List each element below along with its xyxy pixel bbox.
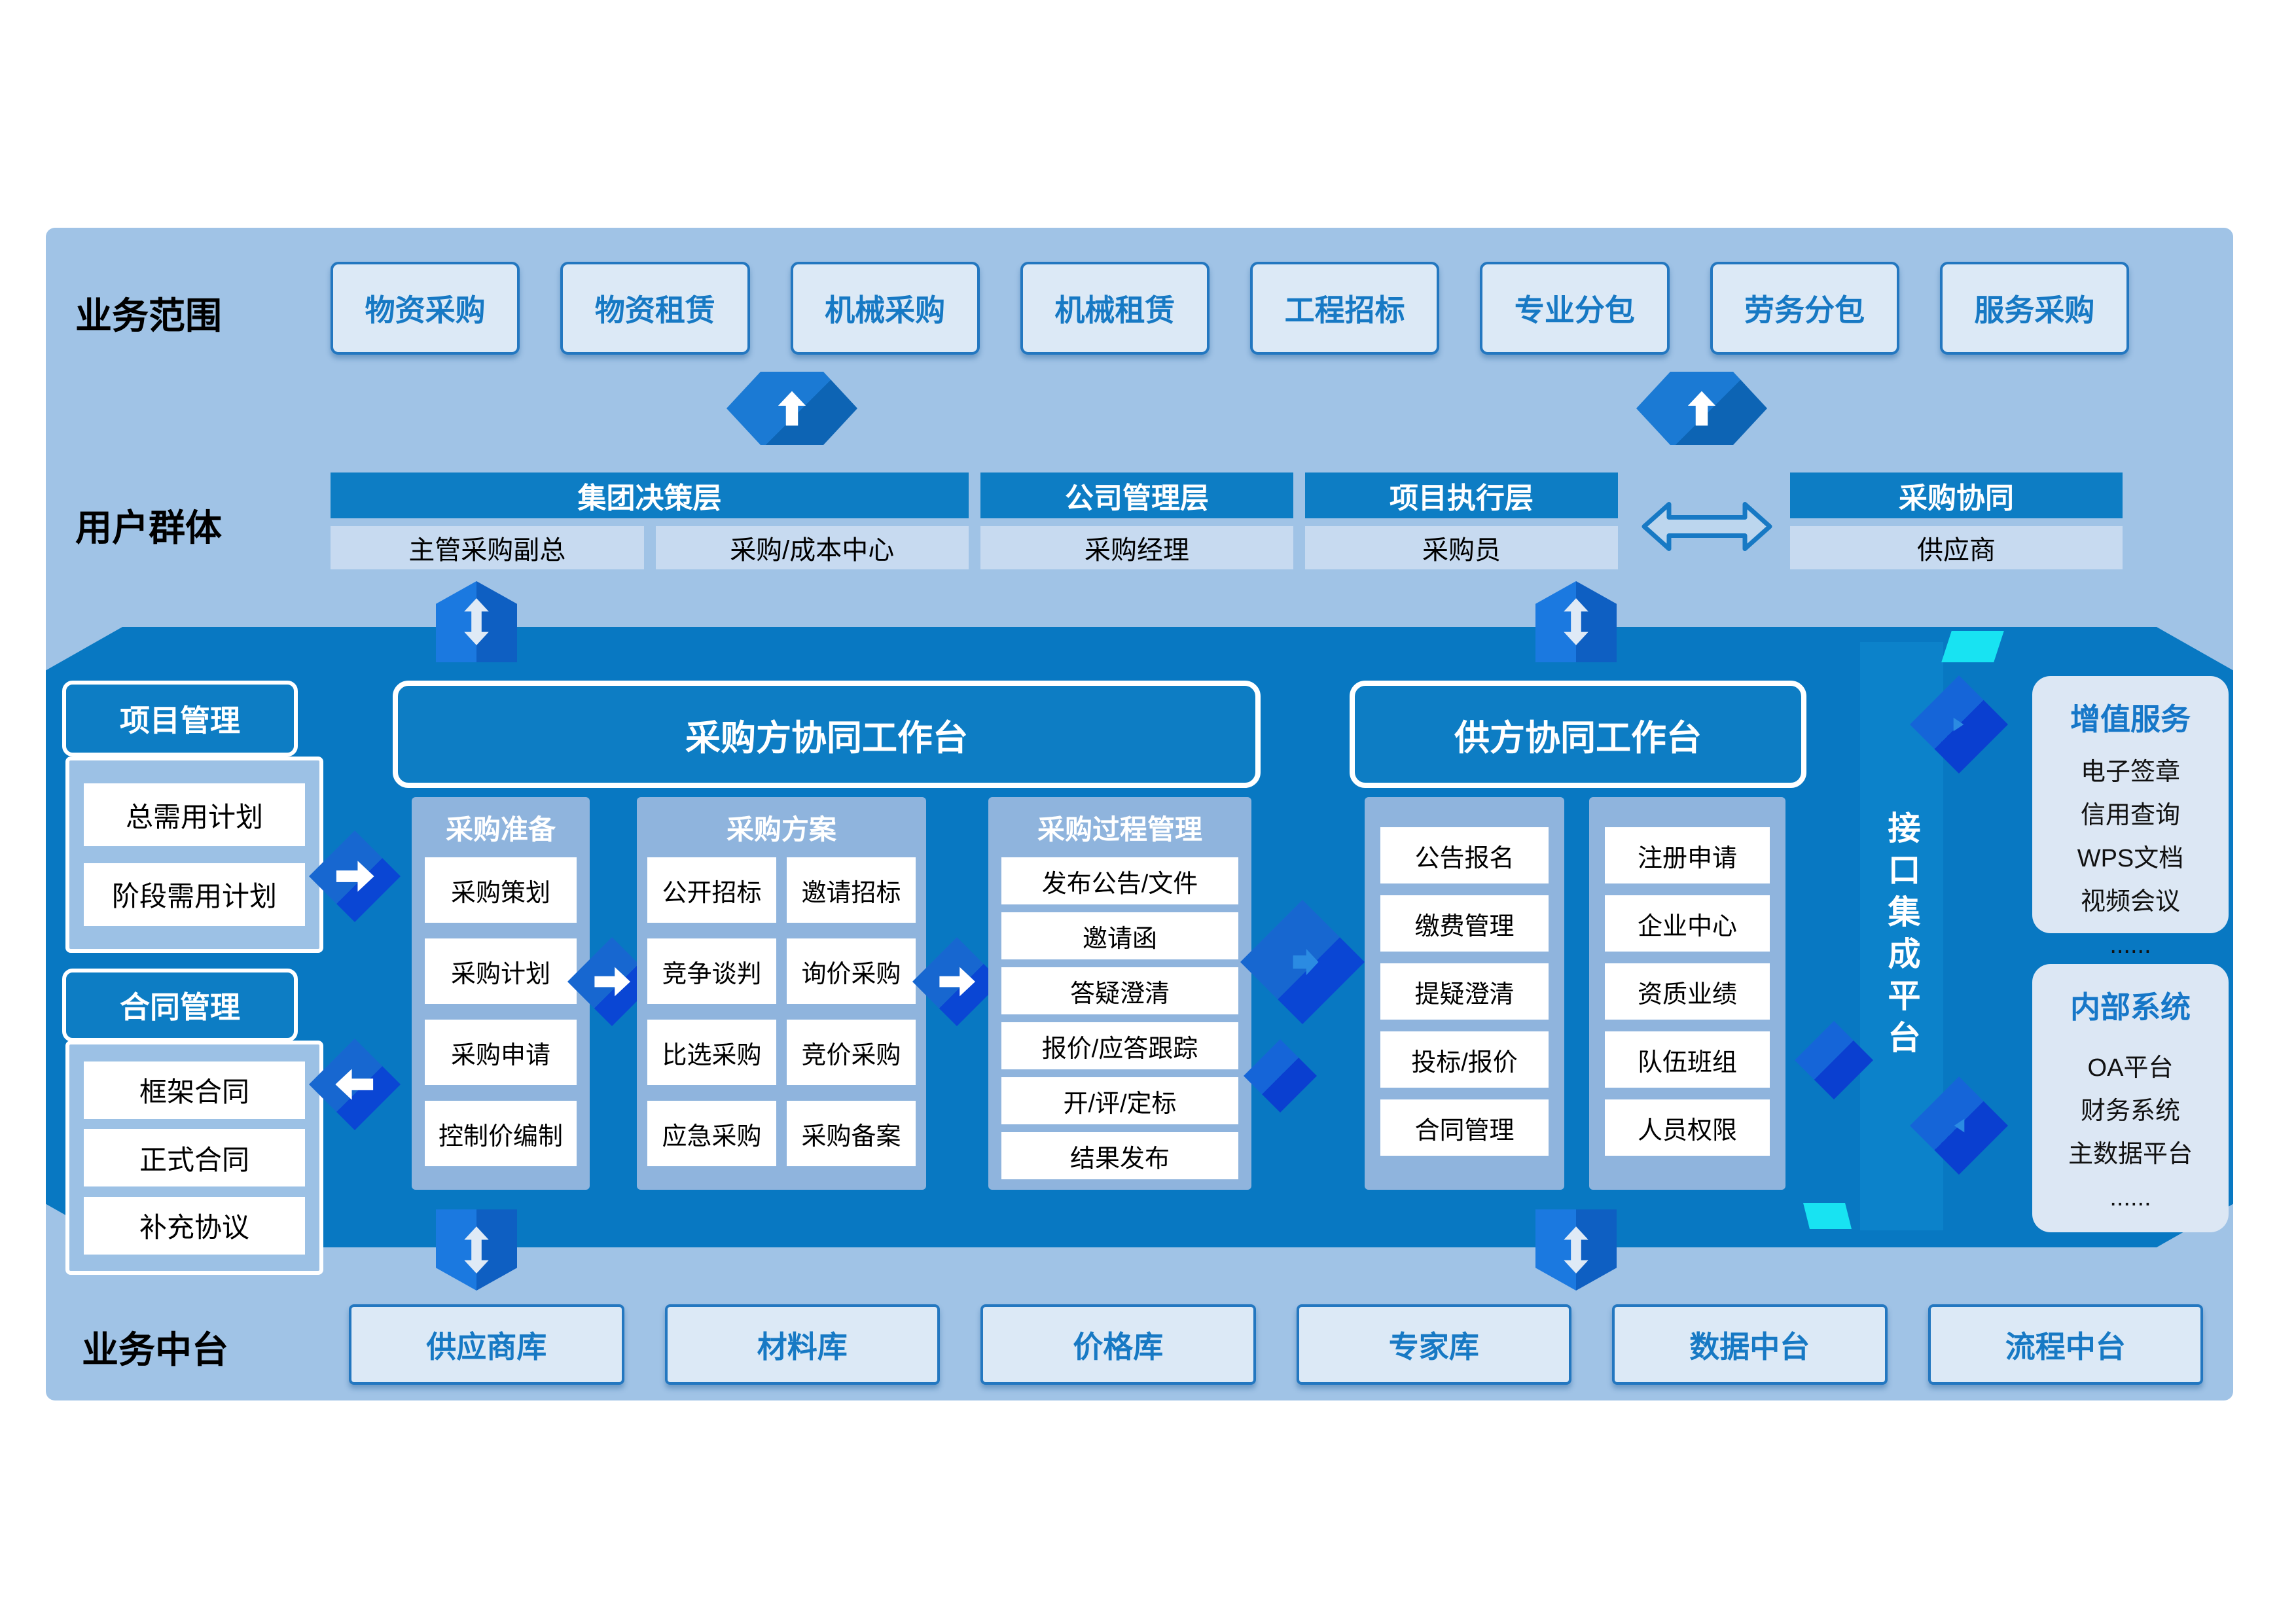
item-wps-docs[interactable]: WPS文档 (2077, 845, 2184, 872)
procurement-prep-column: 采购准备 采购策划 采购计划 采购申请 控制价编制 (412, 797, 590, 1190)
group-project-exec: 项目执行层 采购员 (1305, 473, 1618, 569)
panel-title: 增值服务 (2070, 702, 2191, 736)
item-finance-system[interactable]: 财务系统 (2080, 1097, 2180, 1125)
tile-procurement-planning[interactable]: 采购策划 (425, 857, 577, 923)
business-scope-label: 业务范围 (75, 295, 222, 336)
scope-button-machinery-lease[interactable]: 机械租赁 (1020, 262, 1210, 355)
member-buyer[interactable]: 采购员 (1305, 526, 1618, 569)
procurement-process-column: 采购过程管理 发布公告/文件 邀请函 答疑澄清 报价/应答跟踪 开/评/定标 结… (988, 797, 1251, 1190)
business-scope-row: 物资采购 物资租赁 机械采购 机械租赁 工程招标 专业分包 劳务分包 服务采购 (331, 262, 2129, 355)
column-title: 采购方案 (726, 813, 836, 845)
tile-control-price[interactable]: 控制价编制 (425, 1101, 577, 1166)
item-master-data-platform[interactable]: 主数据平台 (2068, 1141, 2193, 1168)
tile-contract-management[interactable]: 合同管理 (1380, 1099, 1549, 1156)
middle-platform-row: 供应商库 材料库 价格库 专家库 数据中台 流程中台 (349, 1304, 2203, 1385)
project-management-header: 项目管理 (62, 681, 298, 757)
group-procurement-collab: 采购协同 供应商 (1790, 473, 2123, 569)
cyan-accent (1941, 631, 2004, 662)
scope-button-machinery-purchase[interactable]: 机械采购 (790, 262, 980, 355)
item-oa-platform[interactable]: OA平台 (2087, 1054, 2174, 1082)
tile-publish-notice[interactable]: 发布公告/文件 (1001, 857, 1238, 904)
cyan-accent (1803, 1203, 1852, 1229)
supplier-column-1: 公告报名 缴费管理 提疑澄清 投标/报价 合同管理 (1365, 797, 1564, 1190)
platform-button-process-platform[interactable]: 流程中台 (1928, 1304, 2203, 1385)
member-vp-procurement[interactable]: 主管采购副总 (331, 526, 644, 569)
contract-management-panel: 框架合同 正式合同 补充协议 (65, 1041, 323, 1275)
tile-invited-bidding[interactable]: 邀请招标 (787, 857, 916, 923)
contract-management-header: 合同管理 (62, 969, 298, 1042)
internal-systems-panel: 内部系统 OA平台 财务系统 主数据平台 ...... (2032, 964, 2229, 1232)
group-decision-layer: 集团决策层 主管采购副总 采购/成本中心 (331, 473, 969, 569)
tile-qa-clarification[interactable]: 答疑澄清 (1001, 967, 1238, 1014)
project-management-panel: 总需用计划 阶段需用计划 (65, 757, 323, 953)
scope-button-labor-subcontract[interactable]: 劳务分包 (1710, 262, 1899, 355)
member-cost-center[interactable]: 采购/成本中心 (655, 526, 969, 569)
item-supplement-agreement[interactable]: 补充协议 (84, 1196, 305, 1255)
item-total-demand-plan[interactable]: 总需用计划 (84, 783, 305, 847)
member-procurement-manager[interactable]: 采购经理 (980, 526, 1293, 569)
platform-button-data-platform[interactable]: 数据中台 (1612, 1304, 1888, 1385)
tile-quote-tracking[interactable]: 报价/应答跟踪 (1001, 1022, 1238, 1069)
group-title: 项目执行层 (1305, 473, 1618, 518)
buyer-workbench-header: 采购方协同工作台 (393, 681, 1261, 788)
item-formal-contract[interactable]: 正式合同 (84, 1129, 305, 1186)
scope-button-project-bidding[interactable]: 工程招标 (1250, 262, 1440, 355)
item-video-meeting[interactable]: 视频会议 (2080, 888, 2180, 916)
tile-raise-clarification[interactable]: 提疑澄清 (1380, 963, 1549, 1020)
tile-bid-quote[interactable]: 投标/报价 (1380, 1031, 1549, 1088)
item-framework-contract[interactable]: 框架合同 (84, 1061, 305, 1119)
item-e-signature[interactable]: 电子签章 (2080, 758, 2180, 786)
scope-button-material-lease[interactable]: 物资租赁 (560, 262, 750, 355)
platform-button-price-db[interactable]: 价格库 (980, 1304, 1256, 1385)
tile-payment-management[interactable]: 缴费管理 (1380, 895, 1549, 952)
tile-invitation-letter[interactable]: 邀请函 (1001, 912, 1238, 959)
tile-team-crew[interactable]: 队伍班组 (1605, 1031, 1770, 1088)
tile-registration-request[interactable]: 注册申请 (1605, 827, 1770, 883)
item-credit-check[interactable]: 信用查询 (2080, 802, 2180, 829)
scope-button-professional-subcontract[interactable]: 专业分包 (1480, 262, 1670, 355)
column-title: 采购准备 (445, 813, 556, 845)
panel-title: 内部系统 (2070, 990, 2191, 1024)
group-title: 采购协同 (1790, 473, 2123, 518)
tile-enterprise-center[interactable]: 企业中心 (1605, 895, 1770, 952)
supplier-workbench-header: 供方协同工作台 (1350, 681, 1806, 788)
scope-button-service-purchase[interactable]: 服务采购 (1939, 262, 2129, 355)
column-title: 采购过程管理 (1037, 813, 1202, 845)
up-down-arrow-icon (436, 1209, 517, 1291)
supplier-column-2: 注册申请 企业中心 资质业绩 队伍班组 人员权限 (1589, 797, 1785, 1190)
group-title: 集团决策层 (331, 473, 969, 518)
tile-bid-opening-evaluation[interactable]: 开/评/定标 (1001, 1077, 1238, 1124)
tile-price-competition[interactable]: 竞价采购 (787, 1020, 916, 1085)
platform-button-expert-db[interactable]: 专家库 (1296, 1304, 1571, 1385)
scope-button-material-purchase[interactable]: 物资采购 (331, 262, 520, 355)
left-right-arrow-icon (1635, 492, 1779, 561)
platform-button-supplier-db[interactable]: 供应商库 (349, 1304, 624, 1385)
tile-procurement-plan[interactable]: 采购计划 (425, 938, 577, 1004)
tile-competitive-negotiation[interactable]: 竞争谈判 (647, 938, 776, 1004)
tile-result-publish[interactable]: 结果发布 (1001, 1132, 1238, 1179)
item-stage-demand-plan[interactable]: 阶段需用计划 (84, 863, 305, 926)
member-supplier[interactable]: 供应商 (1790, 526, 2123, 569)
middle-platform-label: 业务中台 (82, 1329, 228, 1370)
platform-button-material-db[interactable]: 材料库 (664, 1304, 940, 1385)
group-company-mgmt: 公司管理层 采购经理 (980, 473, 1293, 569)
group-title: 公司管理层 (980, 473, 1293, 518)
tile-notice-signup[interactable]: 公告报名 (1380, 827, 1549, 883)
tile-qualification-performance[interactable]: 资质业绩 (1605, 963, 1770, 1020)
tile-procurement-request[interactable]: 采购申请 (425, 1020, 577, 1085)
tile-inquiry-purchase[interactable]: 询价采购 (787, 938, 916, 1004)
tile-personnel-permission[interactable]: 人员权限 (1605, 1099, 1770, 1156)
user-groups-label: 用户群体 (75, 507, 222, 548)
item-ellipsis: ...... (2109, 1184, 2151, 1211)
item-ellipsis: ...... (2109, 931, 2151, 959)
tile-comparison-purchase[interactable]: 比选采购 (647, 1020, 776, 1085)
tile-emergency-purchase[interactable]: 应急采购 (647, 1101, 776, 1166)
tile-open-bidding[interactable]: 公开招标 (647, 857, 776, 923)
up-down-arrow-icon (1535, 1209, 1617, 1291)
procurement-scheme-column: 采购方案 公开招标 邀请招标 竞争谈判 询价采购 比选采购 竞价采购 应急采购 … (637, 797, 926, 1190)
tile-procurement-filing[interactable]: 采购备案 (787, 1101, 916, 1166)
value-services-panel: 增值服务 电子签章 信用查询 WPS文档 视频会议 ...... (2032, 676, 2229, 959)
